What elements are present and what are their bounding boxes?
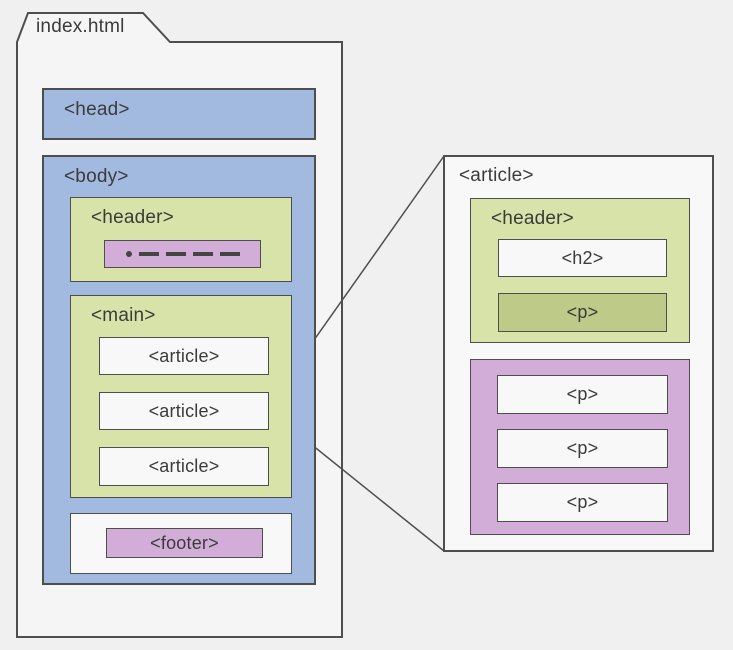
paragraph-box-3: <p> bbox=[497, 483, 668, 522]
paragraph-box-1: <p> bbox=[497, 375, 668, 414]
h2-element-box: <h2> bbox=[498, 239, 667, 277]
detail-header-label: <header> bbox=[491, 208, 574, 229]
footer-element-box: <footer> bbox=[106, 528, 263, 558]
bullet-dot bbox=[125, 251, 132, 257]
header-label: <header> bbox=[91, 207, 174, 228]
main-label: <main> bbox=[91, 305, 156, 326]
article-box-2: <article> bbox=[99, 392, 269, 430]
article-box-1: <article> bbox=[99, 337, 269, 375]
nav-dash bbox=[219, 252, 240, 256]
paragraph-group-box: <p> <p> <p> bbox=[470, 359, 690, 535]
detail-header-box: <header> <h2> <p> bbox=[470, 198, 690, 343]
article-box-3: <article> bbox=[99, 447, 269, 486]
footer-wrapper-box: <footer> bbox=[70, 513, 292, 574]
detail-article-label: <article> bbox=[459, 165, 534, 186]
header-paragraph-box: <p> bbox=[498, 293, 667, 332]
nav-dash bbox=[138, 252, 159, 256]
main-element-box: <main> <article> <article> <article> bbox=[70, 295, 292, 498]
body-element-box: <body> <header> <main> <article> <articl… bbox=[42, 155, 316, 585]
head-element-box: <head> bbox=[42, 88, 316, 140]
body-label: <body> bbox=[64, 166, 129, 187]
head-label: <head> bbox=[64, 99, 130, 120]
folder-tab-label: index.html bbox=[36, 16, 125, 37]
detail-article-box: <header> <h2> <p> <p> <p> <p> bbox=[443, 155, 714, 552]
paragraph-box-2: <p> bbox=[497, 429, 668, 468]
nav-dash bbox=[165, 252, 186, 256]
header-element-box: <header> bbox=[70, 197, 292, 282]
bullet-and-dashes-icon bbox=[104, 240, 261, 268]
nav-dash bbox=[192, 252, 213, 256]
